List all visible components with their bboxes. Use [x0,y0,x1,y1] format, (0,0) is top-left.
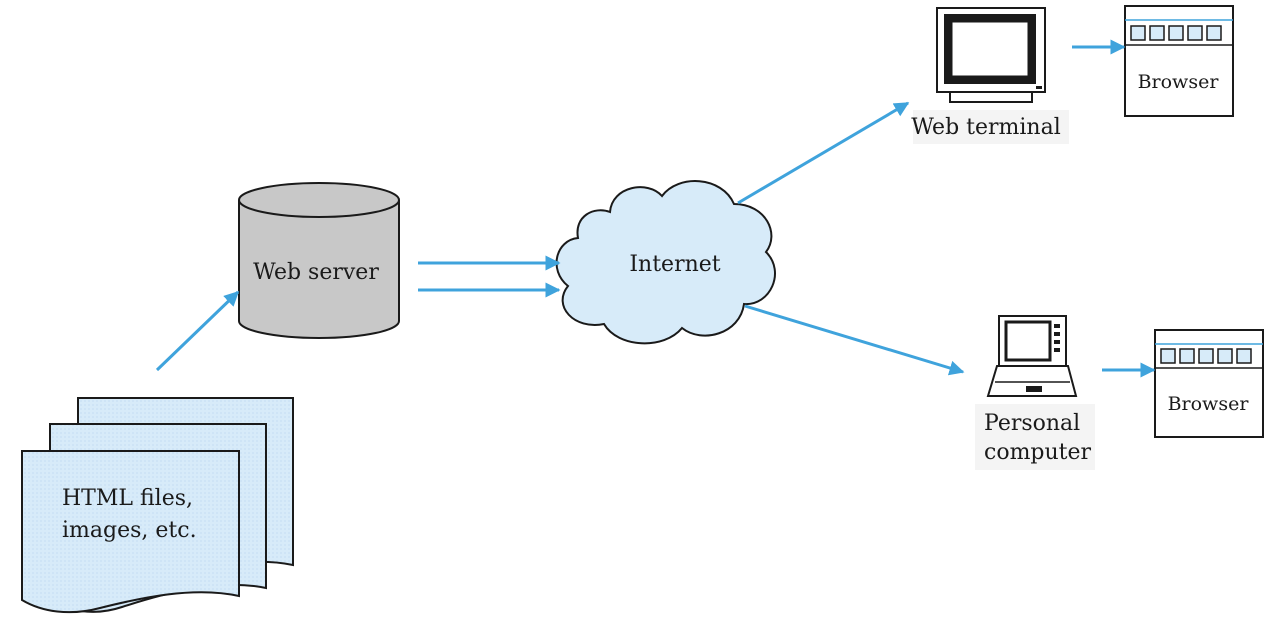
browser-bottom-button-2 [1179,348,1195,364]
browser-bottom-button-1 [1160,348,1176,364]
laptop-button-1 [1054,324,1060,328]
server-cylinder-body [238,200,400,339]
browser-window-icon: Browser [1154,329,1264,438]
monitor-screen [945,15,1035,83]
browser-window-icon: Browser [1124,5,1234,117]
cloud-icon: Internet [555,180,776,345]
laptop-button-4 [1054,348,1060,352]
personal-computer-label-line-1: Personal [984,411,1080,436]
web-terminal-label-bg [913,110,1069,144]
database-cylinder-icon: Web server [238,182,400,339]
browser-top-button-2 [1149,25,1165,41]
monitor-power-light [1036,86,1042,89]
laptop-button-3 [1054,340,1060,344]
laptop-screen [1004,320,1052,362]
internet-label: Internet [629,252,720,277]
browser-top-button-1 [1130,25,1146,41]
arrow-documents-to-server [155,290,240,372]
web-server-label: Web server [253,260,379,285]
browser-bottom-button-4 [1217,348,1233,364]
web-terminal-label: Web terminal [911,115,1061,140]
browser-bottom-button-5 [1236,348,1252,364]
arrow-internet-to-personal-computer [744,304,965,376]
browser-top-button-4 [1187,25,1203,41]
laptop-touchpad [1026,386,1042,392]
document-stack-icon: HTML files, images, etc. [21,397,294,614]
arrow-internet-to-web-terminal [737,101,910,205]
browser-top-frame [1124,5,1234,117]
internet-cloud-shape [555,180,776,345]
monitor-icon: Web terminal [911,7,1069,144]
laptop-base [986,365,1078,397]
browser-bottom-button-3 [1198,348,1214,364]
browser-top-button-5 [1206,25,1222,41]
documents-label-line-2: images, etc. [62,518,197,543]
laptop-button-2 [1054,332,1060,336]
browser-top-label: Browser [1138,71,1220,93]
personal-computer-label-bg [975,404,1095,470]
browser-bottom-frame [1154,329,1264,438]
server-cylinder-top [238,182,400,218]
browser-bottom-label: Browser [1168,393,1250,415]
laptop-icon: Personal computer [975,315,1095,470]
browser-top-button-3 [1168,25,1184,41]
document-page-front [21,450,240,614]
documents-label-line-1: HTML files, [62,486,193,511]
monitor-stand [949,91,1033,103]
personal-computer-label-line-2: computer [984,440,1092,465]
